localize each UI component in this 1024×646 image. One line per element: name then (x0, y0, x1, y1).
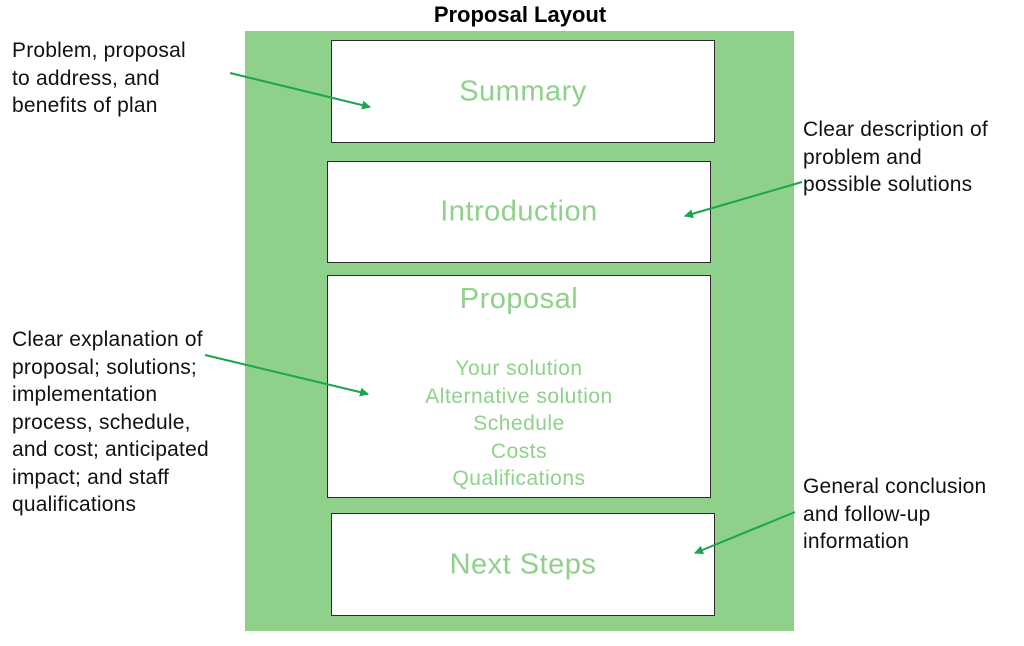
note-line: qualifications (12, 493, 137, 516)
next-steps-box: Next Steps (331, 513, 715, 616)
note-line: Problem, proposal (12, 39, 186, 62)
introduction-box: Introduction (327, 161, 711, 263)
proposal-box: Proposal Your solution Alternative solut… (327, 275, 711, 498)
note-line: Clear description of (803, 118, 988, 141)
next-steps-arrow (694, 511, 796, 555)
note-line: General conclusion (803, 475, 987, 498)
summary-note: Problem, proposal to address, and benefi… (12, 37, 242, 120)
proposal-note: Clear explanation of proposal; solutions… (12, 326, 244, 519)
note-line: proposal; solutions; (12, 355, 197, 379)
proposal-arrow (204, 354, 369, 397)
next-steps-title: Next Steps (449, 548, 597, 580)
introduction-arrow (684, 181, 803, 219)
proposal-items: Your solution Alternative solution Sched… (328, 355, 710, 493)
proposal-item: Alternative solution (425, 384, 613, 408)
proposal-item: Qualifications (452, 467, 586, 490)
introduction-note: Clear description of problem and possibl… (803, 116, 1023, 199)
note-line: information (803, 530, 910, 553)
proposal-item: Your solution (455, 357, 583, 380)
summary-arrow (229, 72, 371, 110)
proposal-item: Schedule (473, 412, 565, 435)
note-line: possible solutions (803, 173, 973, 196)
note-line: impact; and staff (12, 465, 170, 489)
note-line: and cost; anticipated (12, 438, 209, 461)
note-line: implementation (12, 383, 158, 406)
note-line: to address, and (12, 66, 160, 90)
note-line: benefits of plan (12, 94, 158, 117)
summary-title: Summary (459, 75, 587, 107)
diagram-title: Proposal Layout (433, 2, 607, 27)
introduction-title: Introduction (440, 195, 598, 228)
summary-box: Summary (331, 40, 715, 143)
note-line: process, schedule, (12, 410, 191, 434)
proposal-title: Proposal (459, 283, 579, 315)
note-line: problem and (803, 145, 922, 169)
note-line: Clear explanation of (12, 328, 203, 351)
proposal-item: Costs (490, 439, 548, 463)
note-line: and follow-up (803, 502, 931, 526)
next-steps-note: General conclusion and follow-up informa… (803, 473, 1023, 556)
